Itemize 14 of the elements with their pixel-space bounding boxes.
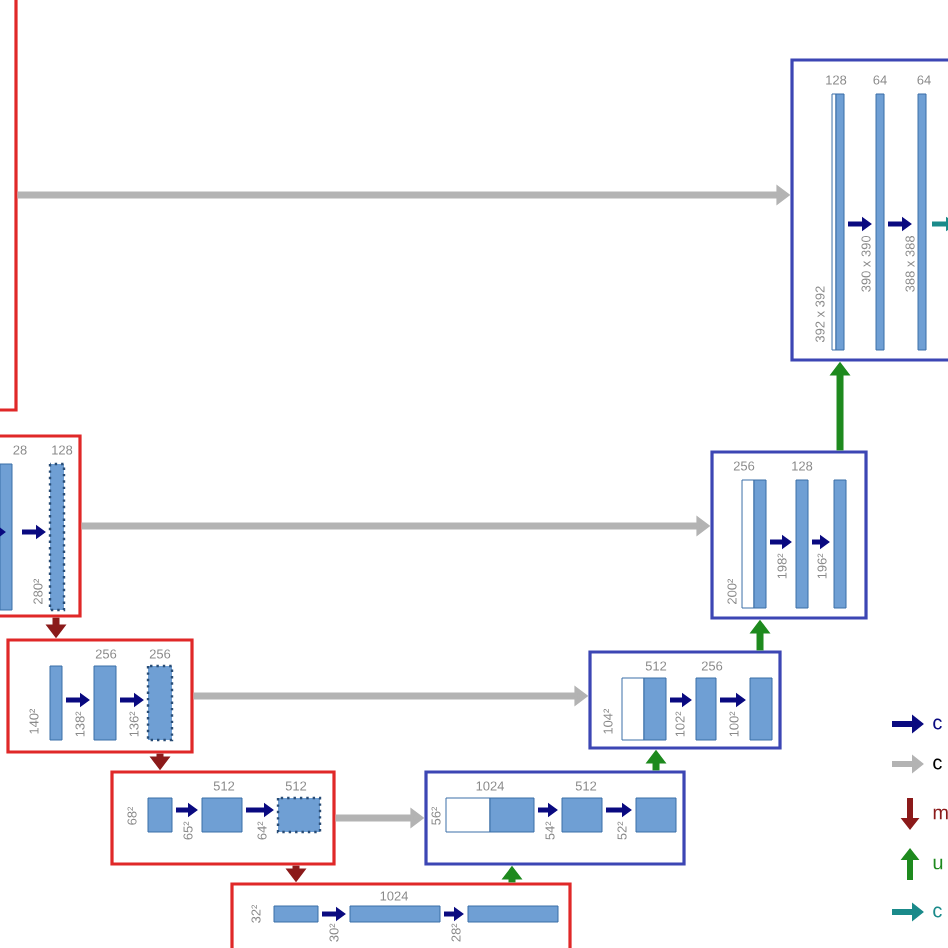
legend-text: c — [933, 718, 942, 730]
legend-text: u — [933, 858, 943, 870]
block-box — [710, 450, 868, 620]
block-box — [424, 770, 686, 866]
legend-text: c — [933, 758, 942, 770]
block-box — [0, 0, 18, 412]
legend-text: c — [933, 906, 942, 918]
block-box — [110, 770, 336, 866]
legend-text: m — [933, 808, 948, 820]
block-box — [6, 638, 194, 754]
block-box — [790, 58, 948, 362]
block-box — [230, 882, 572, 948]
block-box — [0, 434, 82, 618]
block-box — [588, 650, 782, 750]
